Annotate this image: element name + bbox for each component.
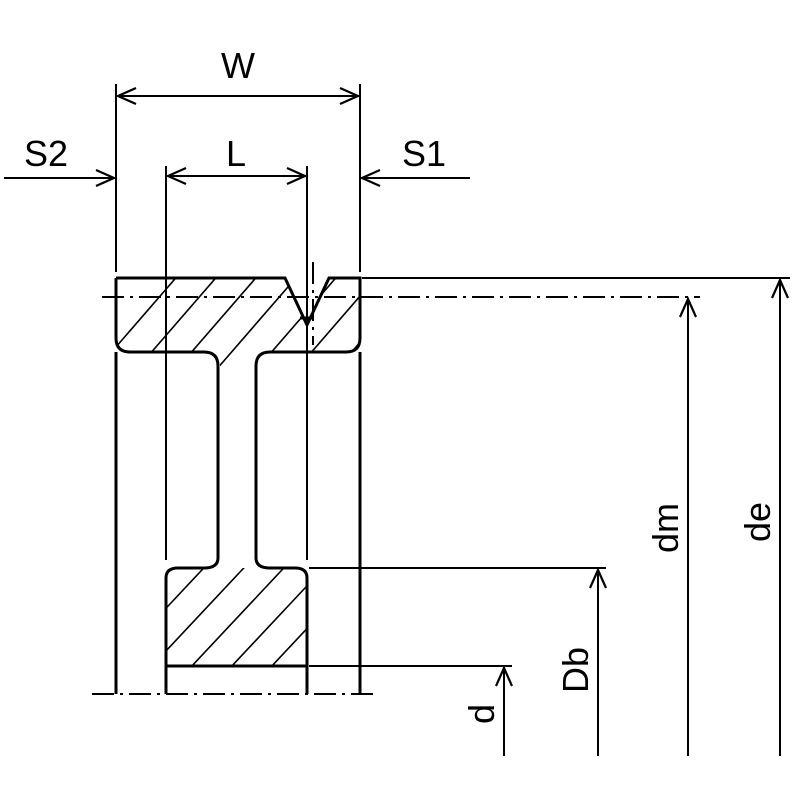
label-s2: S2 <box>24 133 68 174</box>
dimension-s1: S1 <box>359 133 470 188</box>
label-w: W <box>221 45 255 86</box>
label-d: d <box>461 704 502 724</box>
dimension-d: d <box>461 665 514 756</box>
label-de: de <box>737 502 778 542</box>
dimension-db: Db <box>555 567 608 756</box>
label-s1: S1 <box>402 133 446 174</box>
label-dm: dm <box>645 503 686 553</box>
dimension-s2: S2 <box>4 133 117 188</box>
label-db: Db <box>555 647 596 693</box>
hub-section <box>164 557 309 668</box>
dimension-dm: dm <box>645 296 698 756</box>
label-l: L <box>226 133 246 174</box>
pulley-body <box>114 276 362 694</box>
dimension-de: de <box>737 277 790 756</box>
dimension-w: W <box>115 45 361 106</box>
hub-hatching <box>166 568 307 666</box>
dimension-l: L <box>165 133 308 186</box>
web-section <box>216 366 258 558</box>
rim-section <box>114 276 362 367</box>
rim-hatching <box>116 278 360 366</box>
center-lines <box>92 262 700 695</box>
